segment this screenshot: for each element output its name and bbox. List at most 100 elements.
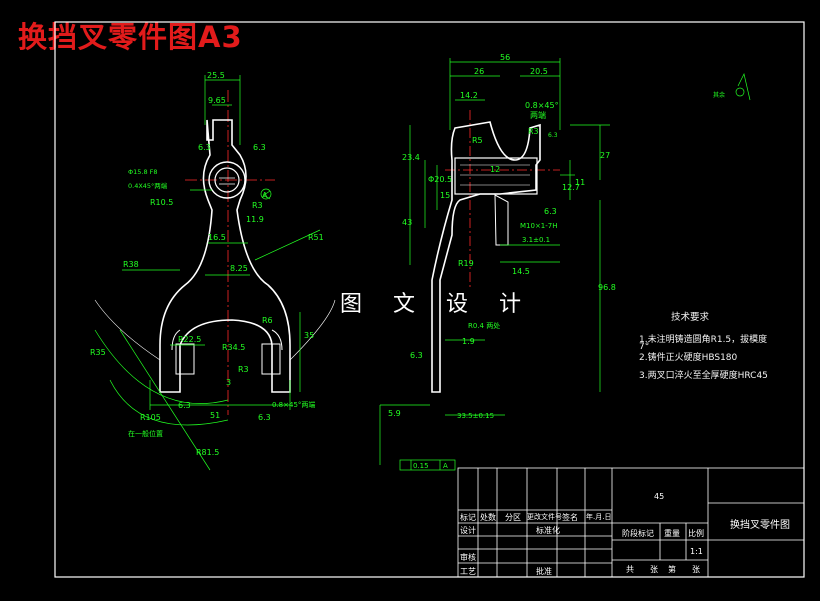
tb-mark: 标记 [460, 513, 476, 522]
left-fork-pad [175, 343, 195, 375]
tb-design: 设计 [460, 526, 476, 535]
dim-r3-b: R3 [238, 365, 249, 374]
tb-zone: 分区 [505, 513, 521, 522]
dim-r105: R105 [140, 413, 161, 422]
tech-requirement-1-cont: 7° [639, 342, 650, 352]
tb-part-name: 换挡叉零件图 [730, 520, 790, 531]
tb-total: 共 [626, 565, 634, 574]
tb-stage-mark: 阶段标记 [622, 529, 654, 538]
dim-r5: R5 [472, 136, 483, 145]
tech-requirement-3: 3.两叉口淬火至全厚硬度HRC45 [639, 371, 768, 381]
dim-6-3-side-c: 6.3 [548, 132, 558, 139]
dim-26: 26 [474, 67, 484, 76]
bore-hatch [219, 177, 235, 185]
dim-6-3-a: 6.3 [198, 143, 211, 152]
hub-outer-circle [208, 161, 246, 199]
tb-count: 处数 [480, 513, 496, 522]
dim-r3-side: R3 [528, 127, 539, 136]
tb-sign: 签名 [562, 513, 578, 522]
title-block-grid [457, 467, 805, 578]
fork-inner-edge [171, 329, 283, 351]
tb-review: 审核 [460, 553, 476, 562]
tb-page: 第 [668, 565, 676, 574]
tb-material: 45 [654, 492, 665, 501]
boss-hatch [460, 164, 530, 186]
watermark: 图 文 设 计 [340, 292, 533, 317]
dim-r81-5: R81.5 [196, 448, 219, 457]
tolerance-value: 0.15 [413, 462, 429, 470]
dim-8-25: 8.25 [230, 264, 248, 273]
dim-6-3-side: 6.3 [410, 351, 423, 360]
dim-bore-dia: Φ15.8 F8 [128, 168, 158, 176]
tb-sheet-unit-2: 张 [692, 565, 700, 574]
tb-standard: 标准化 [536, 526, 560, 535]
tech-requirement-2: 2.铸件正火硬度HBS180 [639, 353, 738, 363]
dim-r10-5: R10.5 [150, 198, 173, 207]
tb-scale-value: 1:1 [690, 547, 703, 556]
threaded-hole [494, 194, 509, 246]
dim-r6: R6 [262, 316, 273, 325]
dim-3: 3 [226, 378, 231, 387]
dim-20-5: 20.5 [530, 67, 548, 76]
tolerance-datum: A [443, 462, 448, 470]
dim-1-9: 1.9 [462, 337, 475, 346]
dim-11: 11 [575, 178, 585, 187]
tb-date: 年.月.日 [586, 513, 612, 521]
tb-weight: 重量 [664, 529, 680, 538]
dim-11-9: 11.9 [246, 215, 264, 224]
dim-r34-5: R34.5 [222, 343, 245, 352]
dim-thread: M10×1-7H [520, 222, 558, 230]
datum-a-label: A [262, 191, 268, 200]
dim-r51: R51 [308, 233, 324, 242]
dim-r19: R19 [458, 259, 474, 268]
dim-6-3-d: 6.3 [258, 413, 271, 422]
dim-43: 43 [402, 218, 412, 227]
fork-side-view [431, 110, 560, 393]
right-dimension-lines [379, 58, 751, 471]
dim-25-5: 25.5 [207, 71, 225, 80]
right-fork-pad [261, 343, 281, 375]
shaft-boss [454, 157, 538, 195]
dim-6-3-b: 6.3 [253, 143, 266, 152]
tech-requirements-heading: 技术要求 [671, 312, 710, 323]
dim-5-9: 5.9 [388, 409, 401, 418]
roughness-rest-label: 其余 [713, 91, 725, 99]
dim-33-5: 33.5±0.15 [457, 412, 494, 420]
dim-15: 15 [440, 191, 450, 200]
dim-14-5: 14.5 [512, 267, 530, 276]
dim-3-1: 3.1±0.1 [522, 236, 550, 244]
dim-51: 51 [210, 411, 220, 420]
dim-chamfer: 0.4X45°两端 [128, 181, 168, 190]
side-outline [431, 121, 541, 393]
construction-arcs [94, 299, 336, 361]
tb-sheet-unit: 张 [650, 565, 658, 574]
fork-outline [159, 119, 291, 393]
tb-doc-no: 更改文件号 [527, 513, 562, 521]
dim-23-4: 23.4 [402, 153, 420, 162]
dim-14-2: 14.2 [460, 91, 478, 100]
dimension-labels: 25.5 9.65 6.3 6.3 Φ15.8 F8 0.4X45°两端 R10… [90, 53, 725, 470]
dim-12-7: 12.7 [562, 183, 580, 192]
dim-9-65: 9.65 [208, 96, 226, 105]
left-dimension-lines [94, 75, 321, 471]
dim-6-3-side-b: 6.3 [544, 207, 557, 216]
tb-process: 工艺 [460, 567, 476, 576]
dim-27: 27 [600, 151, 610, 160]
dim-0-8-chamfer: 0.8×45° [525, 101, 559, 110]
dim-r35: R35 [90, 348, 106, 357]
dim-35: 35 [304, 331, 314, 340]
dim-96-8: 96.8 [598, 283, 616, 292]
dim-chamfer-ends: 0.8×45°两端 [272, 400, 315, 409]
fork-front-view [94, 90, 336, 415]
dim-56: 56 [500, 53, 510, 62]
dim-r0-4: R0.4 两处 [468, 321, 500, 330]
dim-r38: R38 [123, 260, 139, 269]
tech-requirement-1: 1.未注明铸造圆角R1.5，拔模度 [639, 335, 768, 345]
dim-both-ends: 两端 [530, 110, 546, 120]
dim-phi-20-5: Φ20.5 [428, 175, 452, 184]
dim-12: 12 [490, 165, 500, 174]
dim-r22-5: R22.5 [178, 335, 201, 344]
dim-6-3-c: 6.3 [178, 401, 191, 410]
